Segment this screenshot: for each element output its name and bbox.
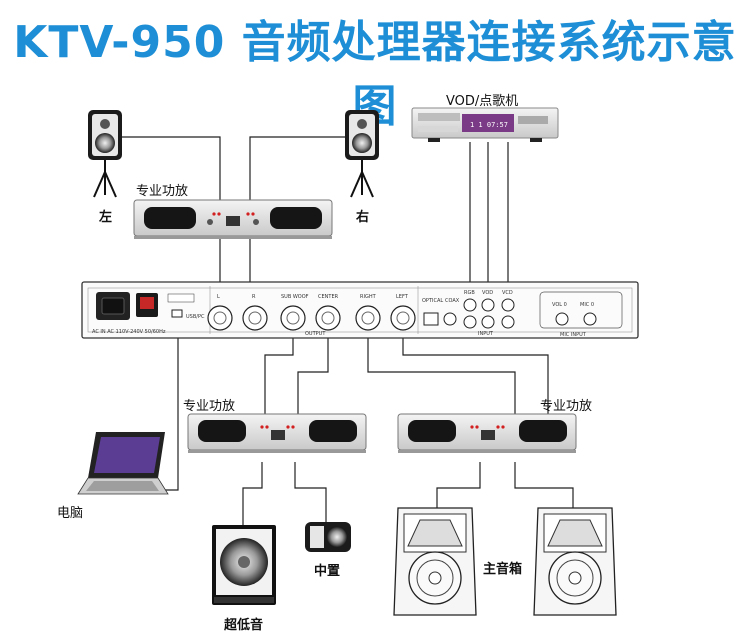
port-label-left: LEFT — [396, 294, 409, 300]
port-l — [207, 305, 233, 331]
amplifier-right-icon — [397, 413, 577, 453]
port-sub — [280, 305, 306, 331]
computer-label: 电脑 — [57, 506, 84, 521]
port-label-r: R — [252, 294, 256, 300]
coax-port — [443, 312, 457, 326]
page-title: KTV-950 音频处理器连接系统示意图 — [13, 17, 737, 132]
output-ports: L R SUB WOOF CENTER RIGHT LEFT OUTPUT — [207, 294, 416, 337]
cable-left-speaker — [105, 136, 221, 300]
speaker-right-icon — [345, 110, 379, 198]
cable-right — [367, 330, 516, 416]
output-label: OUTPUT — [305, 331, 326, 337]
speaker-left-icon — [88, 110, 122, 198]
main-speaker-right-icon — [533, 507, 617, 616]
mic-label: MIC 0 — [580, 302, 594, 308]
amplifier-left-icon — [187, 413, 367, 453]
port-right — [355, 305, 381, 331]
center-label: 中置 — [314, 564, 341, 579]
cable-main-left — [436, 462, 481, 508]
speaker-left-label: 左 — [99, 210, 113, 225]
input-label: INPUT — [478, 331, 494, 337]
port-label-l: L — [217, 294, 220, 300]
cable-right-speaker — [249, 136, 362, 300]
optical-port — [423, 312, 439, 326]
mic-vol-label: VOL 0 — [552, 302, 567, 308]
power-label: AC IN AC 110V-240V 50/60Hz — [92, 329, 166, 335]
center-speaker-icon — [305, 522, 351, 552]
input-ports: RGB VOD VCD INPUT — [463, 290, 515, 337]
main-speaker-left-icon — [393, 507, 477, 616]
usb-port — [171, 309, 183, 318]
input-label-rgb: RGB — [464, 290, 475, 296]
subwoofer-label: 超低音 — [224, 618, 264, 633]
port-label-center: CENTER — [318, 294, 339, 300]
amplifier-top-icon — [133, 199, 333, 239]
amp-top-label: 专业功放 — [136, 184, 189, 199]
port-left — [390, 305, 416, 331]
cable-left — [402, 330, 549, 416]
cable-center-spk — [294, 462, 327, 522]
amp-left-label: 专业功放 — [183, 399, 236, 414]
cable-main-right — [514, 462, 574, 508]
vod-player-icon: 1 1 07:57 — [411, 107, 559, 142]
mic-port-2 — [583, 312, 597, 326]
subwoofer-icon — [212, 525, 276, 605]
mic-input-label: MIC INPUT — [560, 332, 587, 338]
port-label-right: RIGHT — [360, 294, 377, 300]
cable-sub — [264, 330, 294, 416]
speaker-right-label: 右 — [356, 210, 370, 225]
port-label-sub: SUB WOOF — [281, 294, 309, 300]
laptop-icon — [77, 432, 169, 495]
port-center — [315, 305, 341, 331]
vod-label: VOD/点歌机 — [446, 94, 519, 109]
cable-subwoofer — [242, 462, 263, 525]
amp-right-label: 专业功放 — [540, 399, 593, 414]
input-label-vod: VOD — [482, 290, 493, 296]
input-label-vcd: VCD — [502, 290, 513, 296]
processor-panel: AC IN AC 110V-240V 50/60Hz USB/PC L R SU… — [81, 281, 639, 339]
usb-label: USB/PC — [186, 314, 205, 320]
port-r — [242, 305, 268, 331]
mic-port-1 — [555, 312, 569, 326]
vod-display: 1 1 07:57 — [470, 121, 508, 129]
coax-label: COAX — [445, 298, 460, 304]
cable-center — [297, 330, 329, 416]
optical-label: OPTICAL — [422, 298, 443, 304]
main-speakers-label: 主音箱 — [483, 562, 523, 577]
